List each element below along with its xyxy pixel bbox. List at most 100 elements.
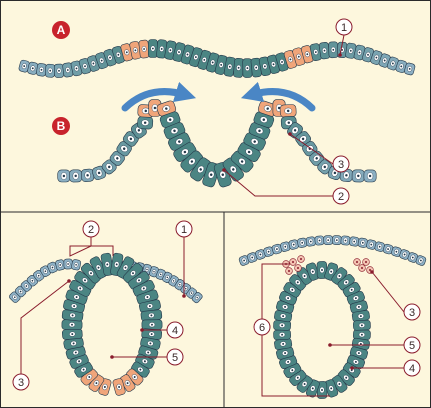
panel-c-ectoderm-left: [9, 258, 82, 303]
nucleolus: [132, 272, 134, 275]
callout-number: 3: [338, 159, 344, 171]
cell: [100, 252, 114, 276]
nucleolus: [403, 253, 406, 256]
cell: [289, 274, 307, 291]
nucleolus: [144, 109, 148, 113]
cell: [289, 369, 307, 386]
nucleolus: [66, 69, 69, 71]
nucleolus: [31, 67, 34, 70]
cell: [257, 100, 278, 117]
cell: [317, 159, 333, 175]
nucleolus: [338, 383, 341, 385]
nucleolus: [209, 173, 213, 176]
cell: [279, 104, 297, 118]
leader-line: [339, 34, 345, 56]
nucleolus: [228, 65, 231, 68]
nucleolus: [173, 129, 176, 133]
cell: [88, 374, 105, 392]
nucleolus: [411, 256, 414, 259]
cell: [91, 165, 107, 181]
callout-number: 3: [409, 307, 415, 319]
nucleolus: [400, 65, 403, 68]
nucleolus: [375, 56, 378, 59]
cell: [337, 369, 355, 386]
nucleolus: [323, 165, 327, 169]
nucleolus: [151, 323, 153, 326]
nucleolus: [169, 49, 172, 52]
nucleolus: [71, 323, 73, 326]
cell: [340, 235, 351, 246]
callout-number: 5: [172, 352, 178, 364]
cell: [415, 255, 427, 266]
cell: [271, 243, 283, 255]
nucleolus: [330, 387, 333, 390]
cell: [297, 237, 308, 248]
nucleolus: [354, 297, 357, 300]
nucleolus: [354, 360, 357, 363]
nucleolus: [291, 369, 294, 372]
callout-number: 4: [409, 363, 415, 375]
cell: [112, 378, 126, 396]
cell: [80, 262, 102, 284]
cell: [323, 235, 334, 245]
cell: [55, 259, 66, 271]
cell: [36, 63, 47, 77]
nucleolus: [391, 62, 394, 65]
nucleolus: [153, 106, 157, 110]
nucleolus: [258, 129, 261, 133]
nucleolus: [360, 324, 363, 327]
nucleolus: [303, 275, 306, 277]
nucleolus: [243, 259, 246, 262]
nucleolus: [118, 386, 121, 388]
cell: [125, 368, 144, 386]
nucleolus: [107, 165, 111, 169]
nucleolus: [137, 129, 141, 132]
cell: [362, 47, 374, 63]
nucleolus: [49, 69, 52, 72]
cell: [129, 41, 142, 60]
leader-dot: [350, 366, 354, 370]
nucleolus: [183, 150, 187, 154]
nucleolus: [143, 121, 147, 124]
nucleolus: [82, 368, 85, 371]
nucleolus: [139, 368, 142, 371]
cell: [71, 259, 82, 271]
nucleolus: [357, 352, 360, 355]
badge-label: A: [57, 23, 66, 37]
cell: [351, 169, 365, 183]
cell: [27, 61, 39, 75]
nucleolus: [31, 279, 34, 282]
cell: [250, 57, 262, 78]
nucleolus: [190, 160, 194, 163]
nucleolus: [358, 51, 361, 54]
nucleolus: [153, 270, 155, 273]
leader-line: [69, 237, 114, 257]
cell: [138, 299, 161, 313]
nucleolus: [122, 147, 126, 150]
fold-right-arrow: [240, 81, 316, 112]
nucleolus: [246, 67, 249, 70]
cell: [255, 249, 266, 260]
nucleolus: [301, 137, 305, 141]
callout-number: 1: [341, 22, 347, 34]
nucleolus: [309, 240, 312, 243]
nucleolus: [318, 239, 321, 242]
nucleolus: [97, 266, 100, 269]
cell: [47, 261, 58, 274]
nucleolus: [44, 270, 47, 273]
nucleolus: [186, 53, 189, 56]
cell: [349, 236, 360, 247]
nucleolus: [194, 56, 197, 59]
nucleolus: [166, 276, 169, 279]
nucleolus: [79, 287, 82, 290]
nucleolus: [291, 288, 294, 291]
cell: [404, 62, 416, 76]
nucleolus: [126, 382, 129, 385]
cell: [324, 379, 339, 398]
nucleolus: [179, 283, 181, 286]
nucleolus: [117, 53, 120, 56]
nucleolus: [95, 382, 98, 385]
nucleolus: [147, 351, 150, 354]
nucleolus: [160, 47, 163, 50]
cell: [288, 239, 299, 250]
